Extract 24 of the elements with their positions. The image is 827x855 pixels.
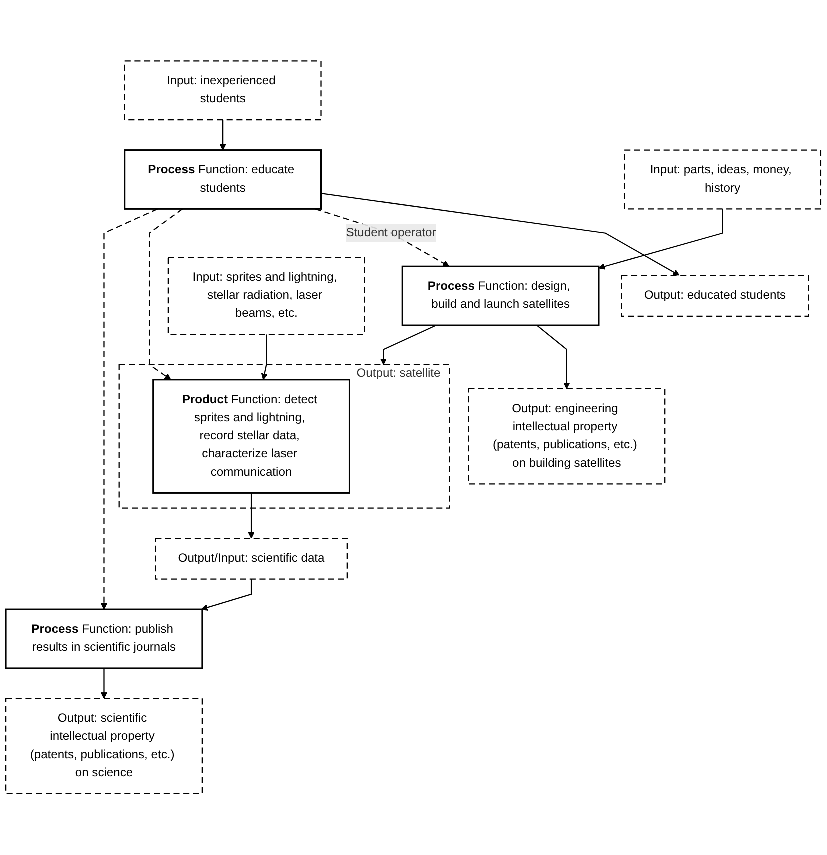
arrow	[598, 209, 724, 270]
node-box: Input: parts, ideas, money, history	[624, 150, 822, 210]
node-box: Input: inexperienced students	[124, 60, 322, 121]
node-box: Process Function: design, build and launch satellites	[402, 266, 600, 326]
node-box: Input: sprites and lightning, stellar radiation, laser beams, etc.	[168, 256, 366, 336]
arrow	[261, 334, 268, 380]
arrow	[220, 120, 226, 151]
arrow	[380, 325, 437, 366]
node-box: Output/Input: scientific data	[155, 538, 348, 580]
arrow	[201, 579, 252, 611]
arrow	[100, 208, 158, 610]
arrow	[149, 208, 184, 380]
arrow	[315, 208, 450, 267]
node-box: Process Function: publish results in scientific journals	[5, 608, 204, 670]
edge-label: Student operator	[346, 226, 436, 240]
node-box: Output: scientific intellectual property (patents, publications, etc.) on science	[5, 698, 203, 794]
node-box: Process Function: educate students	[124, 150, 322, 210]
arrow	[100, 668, 108, 699]
arrow	[321, 192, 680, 276]
node-box: Output: educated students	[621, 275, 810, 318]
arrow	[248, 493, 255, 539]
node-box: Output: engineering intellectual property (patents, publications, etc.) on building satellites	[468, 388, 666, 485]
node-box: Product Function: detect sprites and lightning, record stellar data, characterize laser communication	[152, 379, 350, 494]
arrow	[536, 325, 570, 390]
